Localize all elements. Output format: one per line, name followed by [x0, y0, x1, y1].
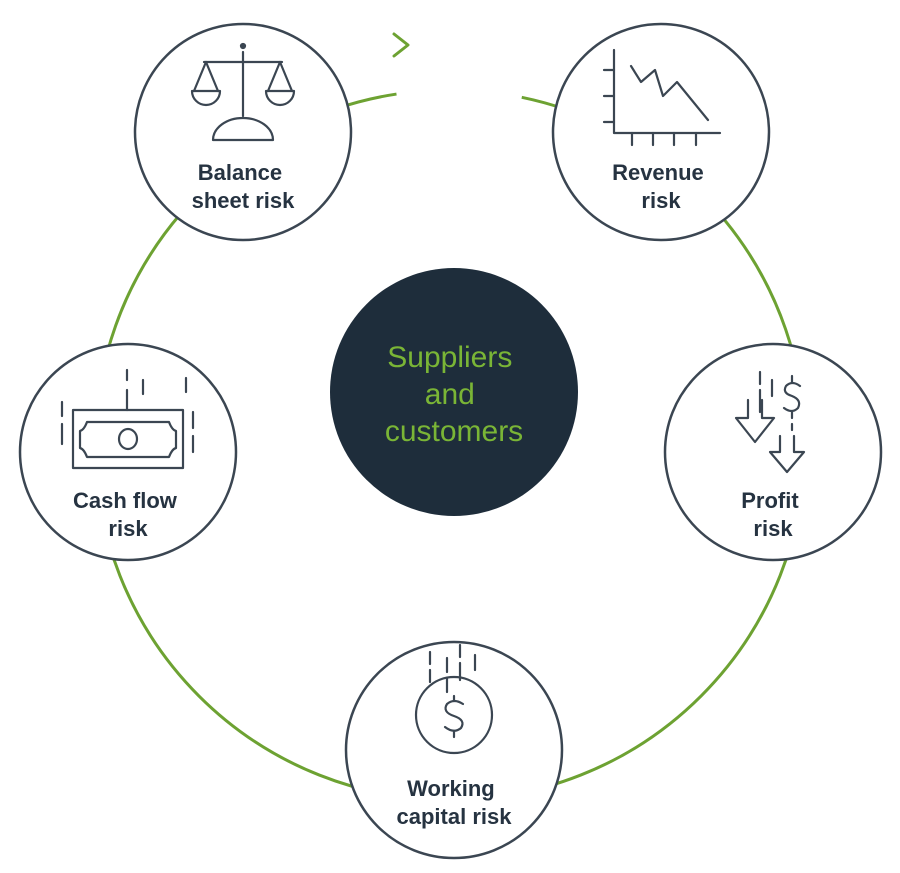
falling-dollar-coin-icon — [414, 643, 494, 755]
declining-line-chart-icon — [602, 48, 722, 147]
node-label-line-2: capital risk — [397, 804, 513, 829]
node-label-line-1: Balance — [198, 160, 282, 185]
node-revenue-risk: Revenue risk — [551, 22, 771, 242]
center-label-line-3: customers — [385, 415, 523, 448]
falling-dollar-arrows-icon — [734, 370, 806, 474]
node-label-line-1: Working — [407, 776, 495, 801]
node-label-line-1: Revenue — [612, 160, 704, 185]
node-label: Balance sheet risk — [192, 160, 295, 213]
center-label: Suppliers and customers — [385, 341, 523, 448]
node-label: Revenue risk — [612, 160, 710, 213]
node-label: Working capital risk — [397, 776, 513, 829]
center-label-line-2: and — [425, 378, 475, 411]
node-circle — [18, 342, 238, 562]
node-label-line-2: risk — [641, 188, 681, 213]
node-label: Profit risk — [741, 488, 805, 541]
node-label-line-1: Cash flow — [73, 488, 178, 513]
node-label-line-2: sheet risk — [192, 188, 295, 213]
center-circle — [330, 268, 578, 516]
scales-icon — [190, 42, 296, 142]
node-label-line-1: Profit — [741, 488, 799, 513]
node-label: Cash flow risk — [73, 488, 183, 541]
node-profit-risk: Profit risk — [663, 342, 883, 562]
falling-banknote-icon — [60, 368, 195, 470]
center-label-line-1: Suppliers — [387, 341, 512, 374]
center-hub: Suppliers and customers — [330, 268, 578, 516]
node-working-capital-risk: Working capital risk — [344, 640, 564, 860]
node-cash-flow-risk: Cash flow risk — [18, 342, 238, 562]
node-label-line-2: risk — [753, 516, 793, 541]
node-circle — [133, 22, 353, 242]
node-balance-sheet-risk: Balance sheet risk — [133, 22, 353, 242]
node-circle — [344, 640, 564, 860]
node-label-line-2: risk — [108, 516, 148, 541]
cycle-arrowhead-icon — [392, 32, 410, 58]
